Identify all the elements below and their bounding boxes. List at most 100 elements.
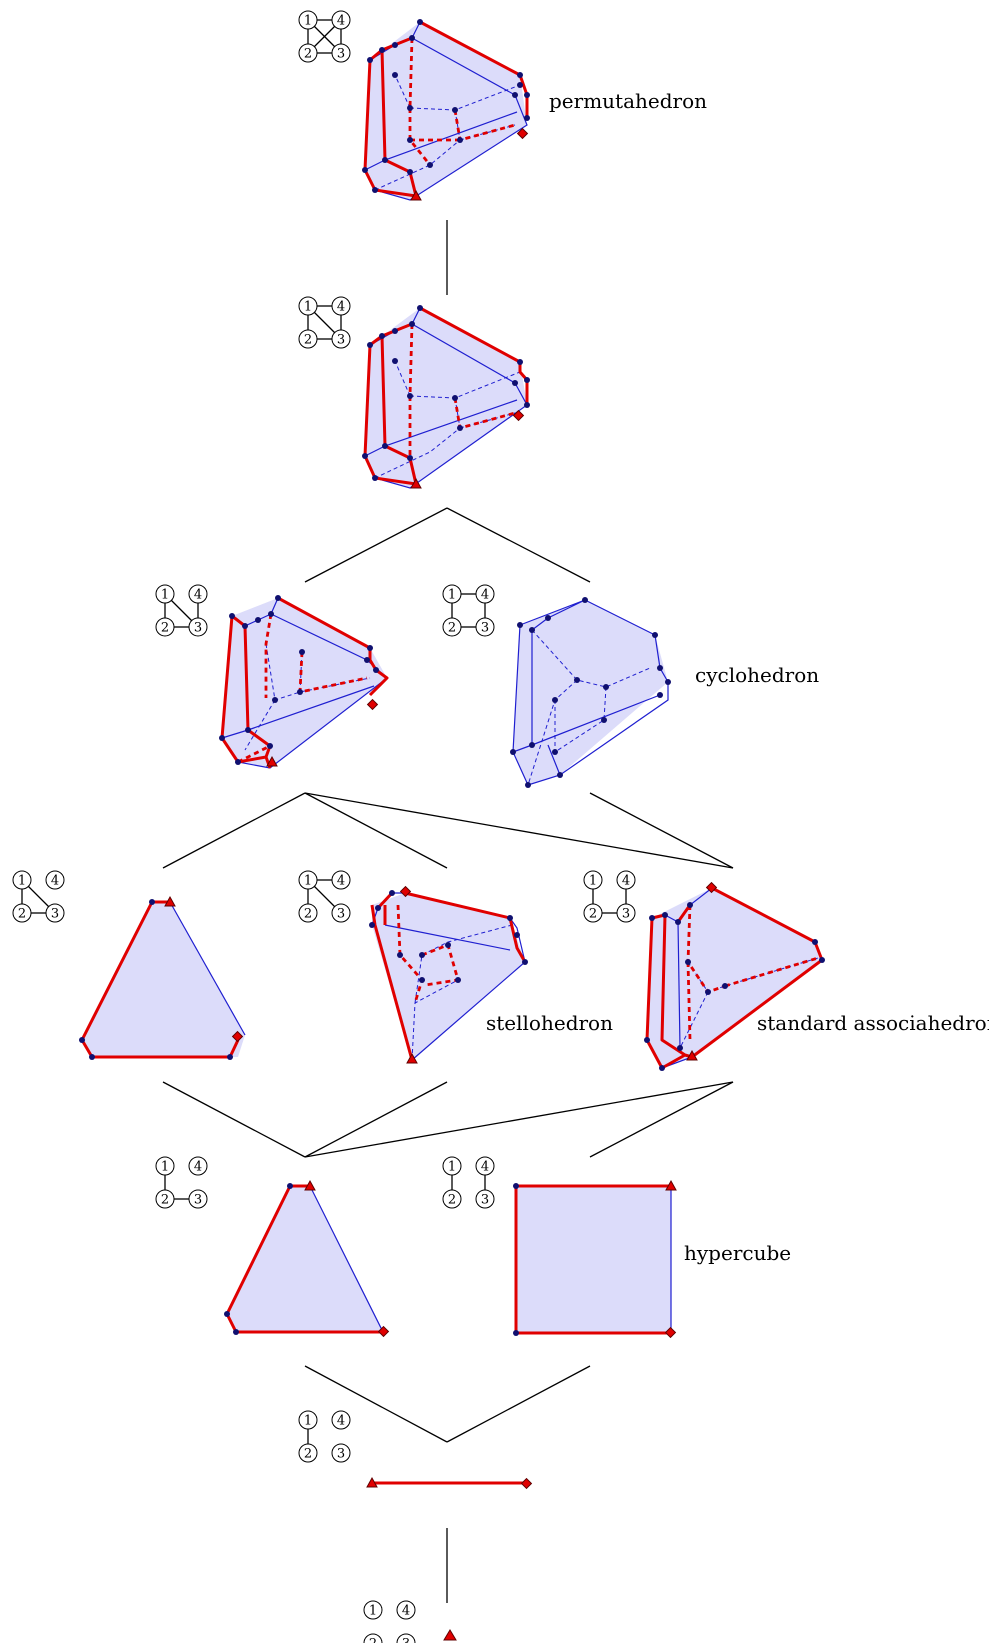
graph-node-label: 4	[337, 1414, 345, 1429]
graph-node-label: 3	[194, 621, 202, 636]
graph-edge	[313, 885, 336, 908]
graph-node-2	[155, 1189, 175, 1209]
diamond-marker	[520, 1477, 533, 1490]
graph-node-2	[298, 903, 318, 923]
graph-node-4	[188, 584, 208, 604]
graph-node-3	[616, 903, 636, 923]
graph-node-4	[331, 1410, 351, 1430]
triangle-marker	[665, 1179, 677, 1191]
graph-node-label: 2	[161, 1193, 169, 1208]
graph-paw: 1 2 3 4	[155, 584, 208, 637]
polytope-k4-minus-edge	[362, 305, 530, 489]
graph-node-label: 3	[51, 907, 59, 922]
graph-node-label: 1	[304, 1414, 312, 1429]
diamond-marker	[366, 698, 379, 711]
graph-node-label: 2	[448, 621, 456, 636]
graph-edge	[27, 885, 50, 908]
graph-edge	[313, 25, 336, 48]
graph-node-1	[12, 870, 32, 890]
graph-node-1	[155, 584, 175, 604]
diamond-marker	[516, 127, 529, 140]
graph-node-1	[298, 870, 318, 890]
graph-node-label: 1	[304, 300, 312, 315]
graph-node-label: 3	[622, 907, 630, 922]
graph-node-3	[45, 903, 65, 923]
graph-node-label: 2	[589, 907, 597, 922]
graph-edge	[313, 311, 336, 334]
graph-node-1	[298, 10, 318, 30]
graph-node-1	[442, 1156, 462, 1176]
graph-node-3	[396, 1633, 416, 1643]
graph-node-label: 3	[481, 621, 489, 636]
graph-node-label: 2	[161, 621, 169, 636]
graph-node-1	[298, 296, 318, 316]
graph-node-label: 4	[402, 1604, 410, 1619]
polytope-segment	[366, 1476, 533, 1490]
triangle-marker	[266, 755, 278, 767]
graph-node-1	[363, 1600, 383, 1620]
graph-node-2	[363, 1633, 383, 1643]
label-stellohedron: stellohedron	[486, 1011, 613, 1035]
graph-node-label: 3	[337, 47, 345, 62]
diamond-marker	[664, 1326, 677, 1339]
graph-node-4	[331, 870, 351, 890]
graph-node-3	[188, 1189, 208, 1209]
graph-node-label: 4	[337, 300, 345, 315]
triangle-marker	[366, 1476, 378, 1488]
graph-node-1	[155, 1156, 175, 1176]
triangle-marker	[410, 477, 422, 489]
graph-node-2	[298, 43, 318, 63]
graph-node-4	[331, 10, 351, 30]
label-permutahedron: permutahedron	[549, 89, 707, 113]
hasse-lines	[162, 220, 734, 1603]
graph-node-label: 2	[369, 1637, 377, 1643]
triangle-marker	[164, 895, 176, 907]
triangle-marker	[406, 1052, 418, 1064]
hypercube-polytope	[513, 1179, 677, 1339]
graph-node-4	[475, 1156, 495, 1176]
triangle-marker	[443, 1629, 457, 1641]
standard-associahedron-polytope	[644, 881, 825, 1071]
polytope-point	[443, 1629, 457, 1641]
graph-node-3	[475, 617, 495, 637]
graph-node-4	[396, 1600, 416, 1620]
polytope-paw	[219, 595, 389, 769]
triangle-marker	[410, 189, 422, 201]
graph-node-2	[442, 617, 462, 637]
graph-node-label: 4	[194, 588, 202, 603]
triangle-marker	[304, 1179, 316, 1191]
graph-node-label: 1	[304, 14, 312, 29]
diamond-marker	[512, 409, 525, 422]
graph-node-label: 4	[481, 588, 489, 603]
permutahedron-polytope	[362, 19, 530, 201]
graph-node-label: 2	[448, 1193, 456, 1208]
graph-node-label: 3	[481, 1193, 489, 1208]
graph-node-label: 1	[448, 588, 456, 603]
graph-node-label: 4	[337, 14, 345, 29]
graph-node-2	[442, 1189, 462, 1209]
graph-node-2	[298, 329, 318, 349]
graph-node-4	[616, 870, 636, 890]
label-hypercube: hypercube	[684, 1241, 791, 1265]
graph-node-3	[331, 903, 351, 923]
graph-node-2	[298, 1443, 318, 1463]
graph-node-4	[45, 870, 65, 890]
graph-node-label: 4	[481, 1160, 489, 1175]
triangle-marker	[686, 1049, 698, 1061]
graph-node-3	[188, 617, 208, 637]
graph-node-label: 1	[161, 588, 169, 603]
graph-node-label: 2	[18, 907, 26, 922]
graph-node-label: 3	[402, 1637, 410, 1643]
graph-node-label: 2	[304, 333, 312, 348]
graph-node-3	[331, 329, 351, 349]
graph-node-4	[331, 296, 351, 316]
